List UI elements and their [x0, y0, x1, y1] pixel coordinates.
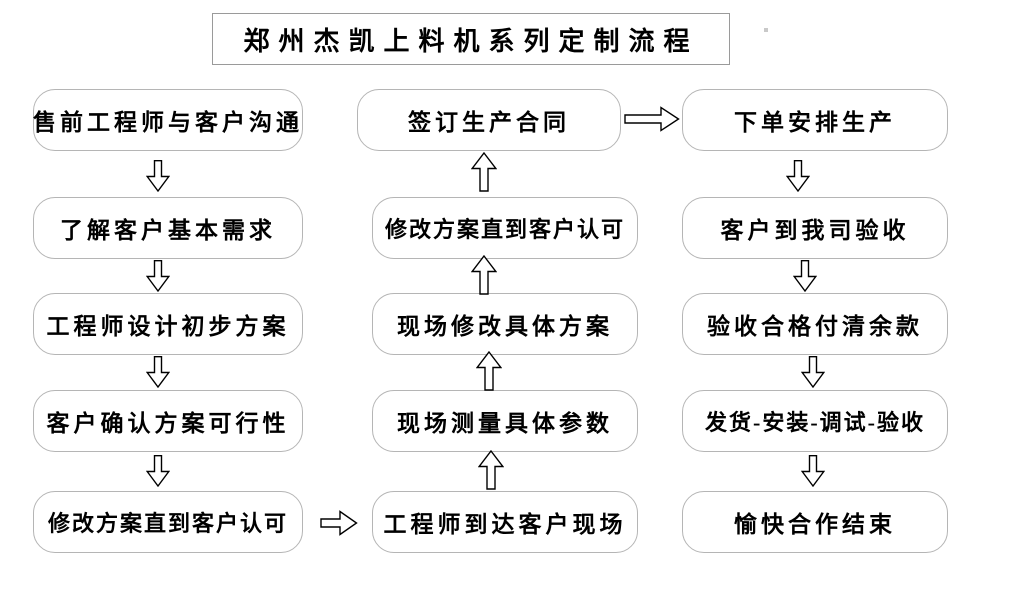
down-arrow-icon [145, 260, 171, 293]
down-arrow-icon [792, 260, 818, 293]
flow-step-box: 愉快合作结束 [682, 491, 948, 553]
flow-step-box: 修改方案直到客户认可 [372, 197, 638, 259]
up-arrow-icon [470, 151, 498, 192]
selection-handle-dot [764, 28, 768, 32]
down-arrow-icon [145, 356, 171, 389]
flow-step-box: 现场修改具体方案 [372, 293, 638, 355]
flow-step-box: 修改方案直到客户认可 [33, 491, 303, 553]
flow-step-box: 工程师设计初步方案 [33, 293, 303, 355]
flow-step-box: 下单安排生产 [682, 89, 948, 151]
up-arrow-icon [477, 449, 505, 490]
flow-step-box: 售前工程师与客户沟通 [33, 89, 303, 151]
down-arrow-icon [800, 356, 826, 389]
right-arrow-icon [320, 510, 358, 536]
flow-step-box: 验收合格付清余款 [682, 293, 948, 355]
up-arrow-icon [475, 350, 503, 391]
up-arrow-icon [470, 254, 498, 295]
flowchart-title: 郑州杰凯上料机系列定制流程 [243, 26, 699, 56]
flowchart-title-box: 郑州杰凯上料机系列定制流程 [212, 13, 730, 65]
flow-step-box: 了解客户基本需求 [33, 197, 303, 259]
flow-step-box: 签订生产合同 [357, 89, 621, 151]
flow-step-box: 现场测量具体参数 [372, 390, 638, 452]
down-arrow-icon [785, 160, 811, 193]
down-arrow-icon [800, 455, 826, 488]
flow-step-box: 发货-安装-调试-验收 [682, 390, 948, 452]
right-arrow-icon [624, 106, 680, 132]
down-arrow-icon [145, 160, 171, 193]
flow-step-box: 客户到我司验收 [682, 197, 948, 259]
down-arrow-icon [145, 455, 171, 488]
flow-step-box: 客户确认方案可行性 [33, 390, 303, 452]
flow-step-box: 工程师到达客户现场 [372, 491, 638, 553]
